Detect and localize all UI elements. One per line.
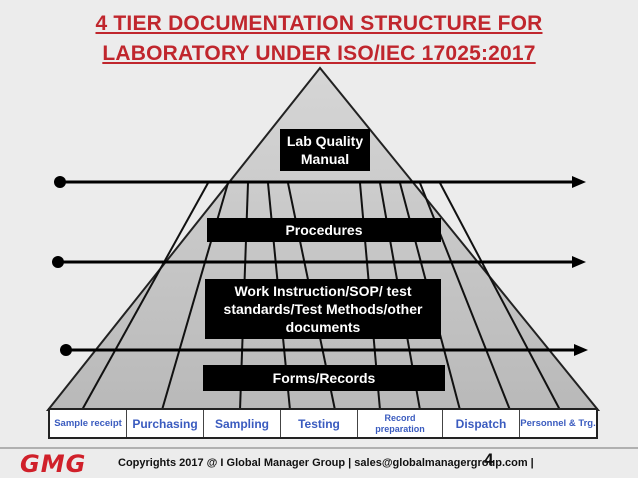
- title-line-1: 4 TIER DOCUMENTATION STRUCTURE FOR: [95, 12, 543, 35]
- title-line-2: LABORATORY UNDER ISO/IEC 17025:2017: [102, 42, 536, 65]
- process-base: Sample receipt Purchasing Sampling Testi…: [48, 408, 598, 439]
- tier-2-box: Procedures: [207, 218, 441, 242]
- process-record-preparation: Record preparation: [357, 410, 442, 437]
- process-sample-receipt: Sample receipt: [54, 417, 122, 429]
- gmg-logo: GMG: [20, 450, 87, 478]
- tier-3-box: Work Instruction/SOP/ test standards/Tes…: [205, 279, 441, 339]
- arrow-2: [52, 256, 586, 268]
- tier-4-label: Forms/Records: [272, 370, 376, 386]
- page-number: 4: [484, 450, 494, 469]
- arrow-1: [54, 176, 586, 188]
- tier-1-label: Lab Quality Manual: [286, 133, 364, 167]
- tier-3-label: Work Instruction/SOP/ test standards/Tes…: [223, 283, 423, 335]
- process-testing: Testing: [280, 410, 357, 437]
- tier-2-label: Procedures: [285, 222, 363, 238]
- process-sampling: Sampling: [203, 410, 280, 437]
- footer-divider: [0, 447, 638, 449]
- process-dispatch: Dispatch: [442, 410, 519, 437]
- copyright-text: Copyrights 2017 @ I Global Manager Group…: [118, 457, 534, 469]
- tier-1-box: Lab Quality Manual: [280, 129, 370, 171]
- process-purchasing: Purchasing: [126, 410, 203, 437]
- tier-4-box: Forms/Records: [203, 365, 445, 391]
- process-personnel-training: Personnel & Trg.: [519, 410, 596, 437]
- arrow-3: [60, 344, 588, 356]
